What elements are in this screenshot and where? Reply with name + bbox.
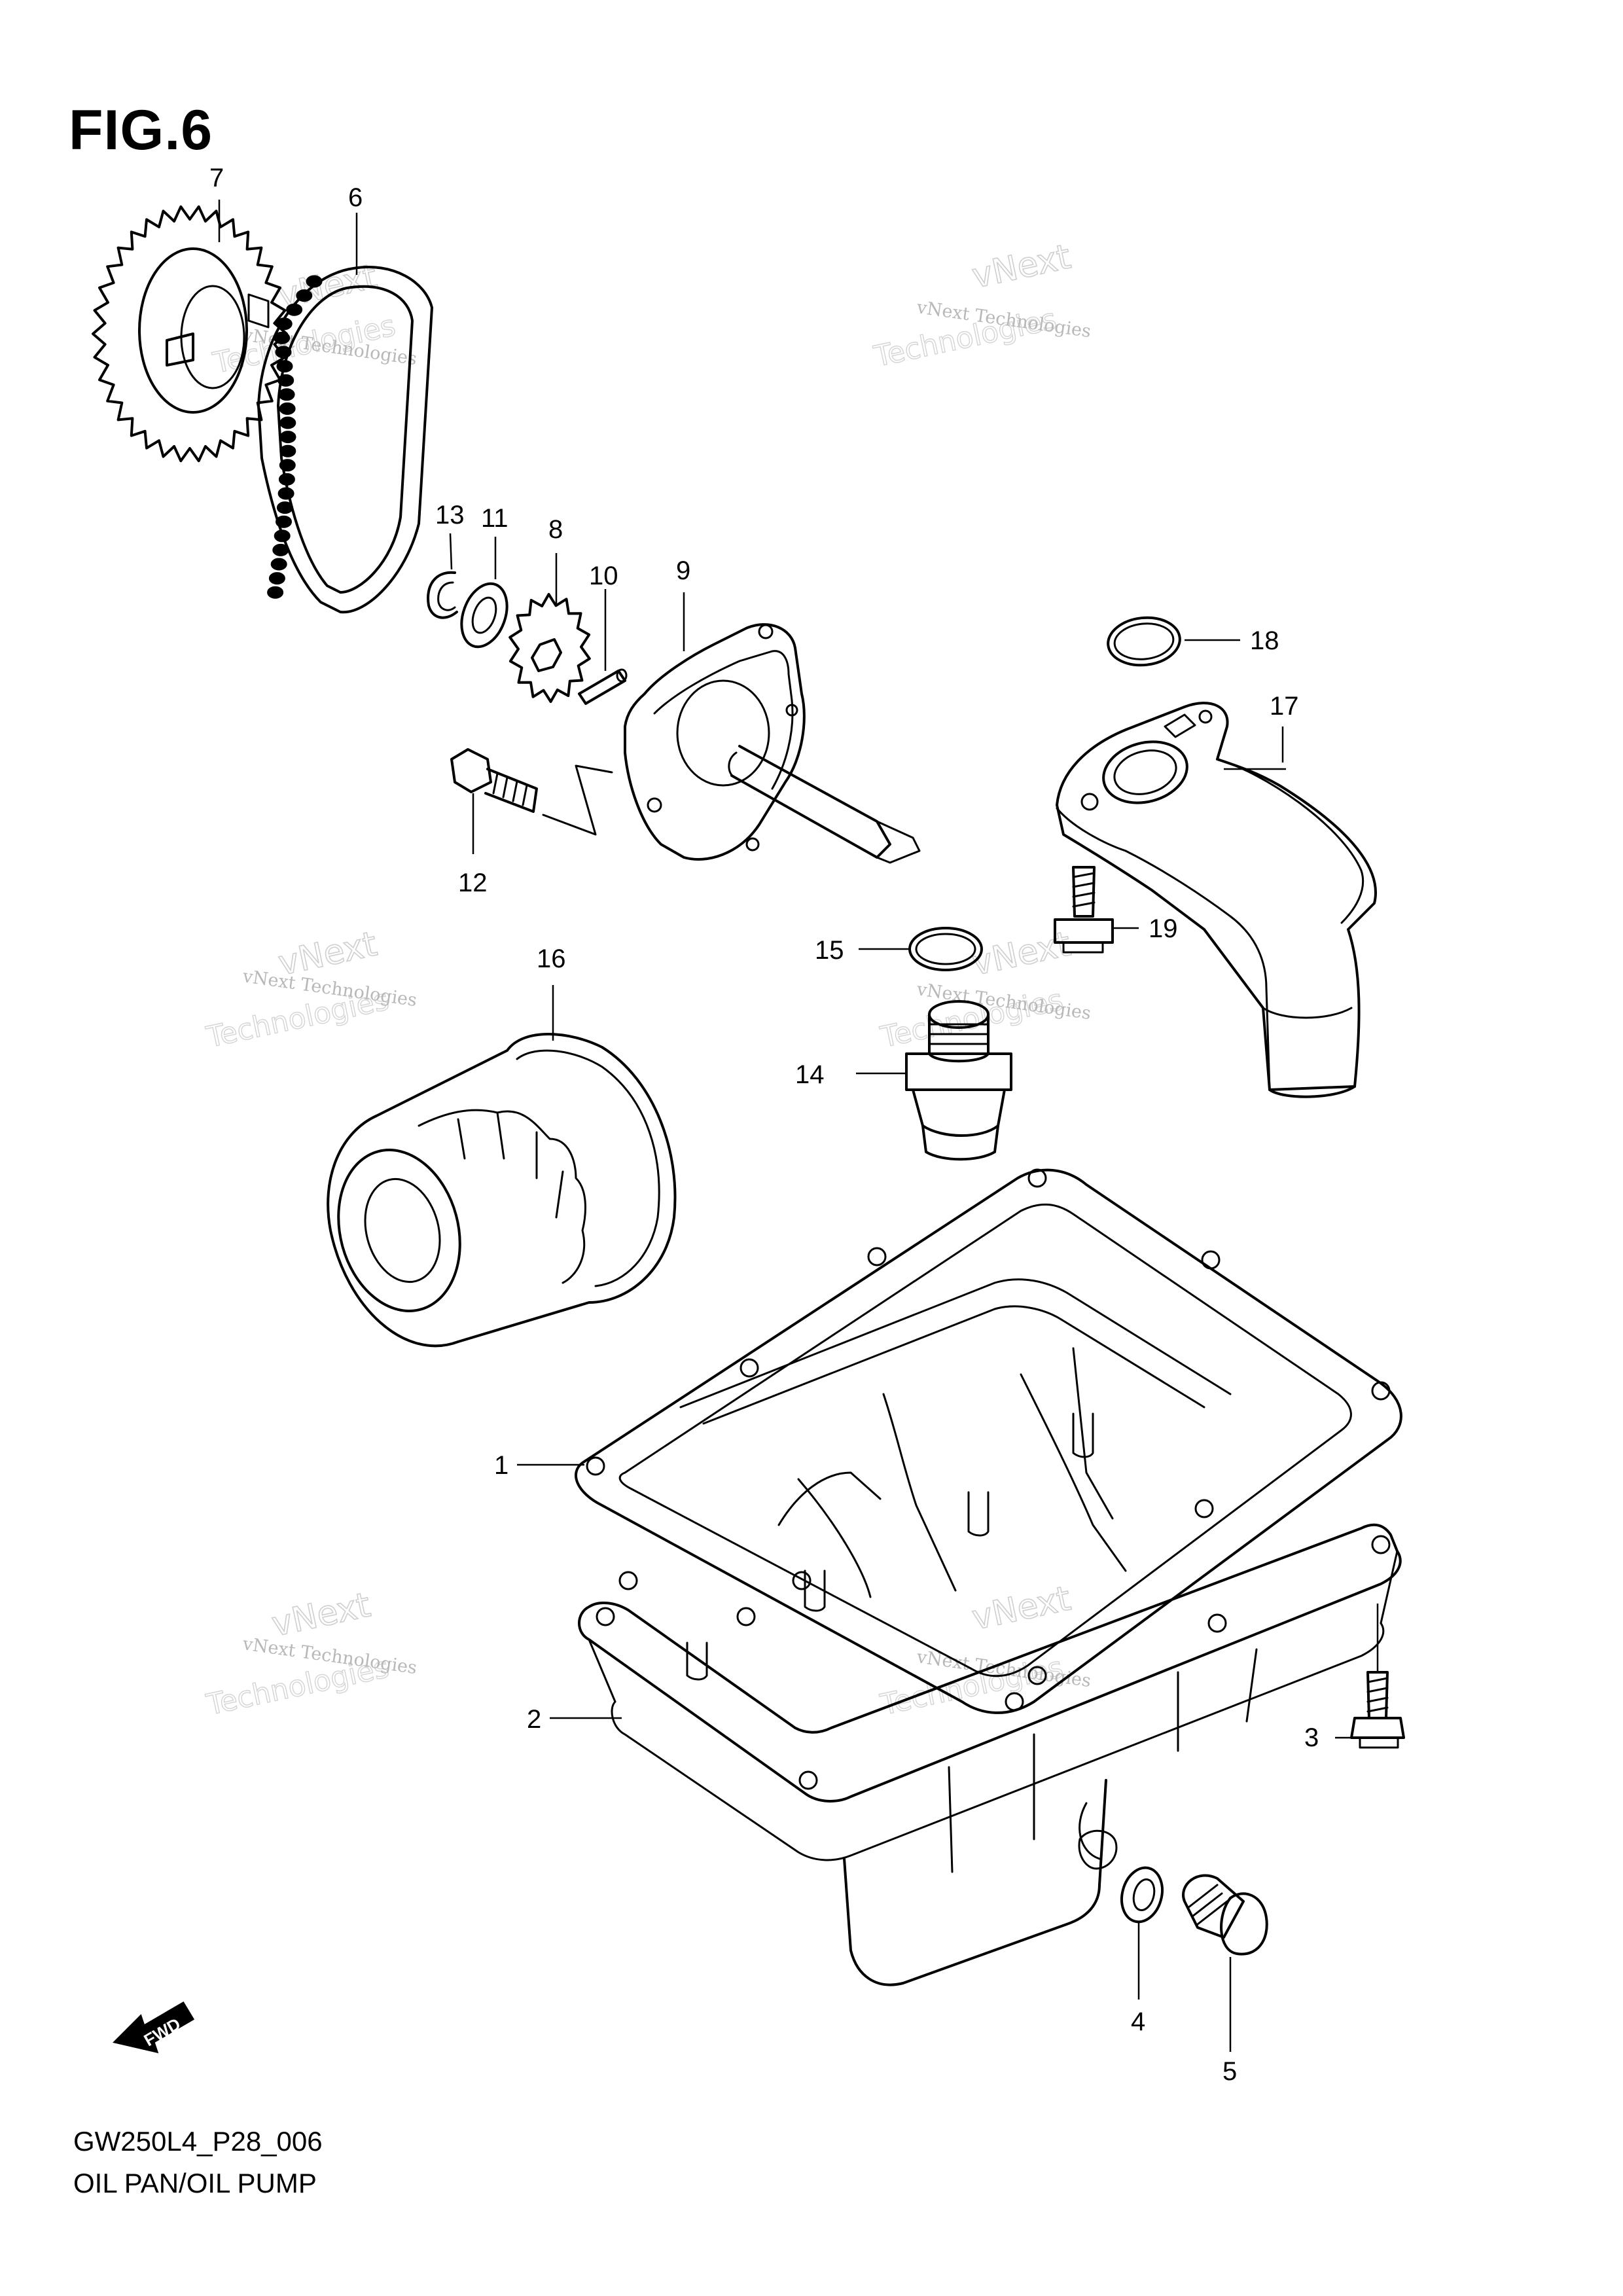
watermark: vNext Technologies vNext Technologies bbox=[877, 1579, 1092, 1723]
bolt-hole bbox=[1027, 1666, 1047, 1685]
part-13-circlip bbox=[427, 571, 458, 619]
bolt-hole bbox=[1371, 1381, 1391, 1401]
chain-link bbox=[276, 515, 292, 528]
bolt-hole bbox=[867, 1247, 887, 1266]
part-18-o-ring bbox=[1107, 616, 1181, 667]
chain-link bbox=[275, 346, 292, 359]
callout-6: 6 bbox=[348, 183, 363, 212]
callout-11: 11 bbox=[481, 504, 508, 533]
chain-link bbox=[278, 473, 295, 486]
callout-1: 1 bbox=[494, 1451, 508, 1480]
bolt-hole bbox=[1371, 1535, 1391, 1554]
chain-link bbox=[279, 459, 296, 472]
diagram-code: GW250L4_P28_006 bbox=[73, 2126, 323, 2157]
chain-link bbox=[277, 487, 294, 500]
chain-link bbox=[276, 501, 293, 514]
bolt-hole bbox=[1201, 1250, 1221, 1270]
chain-link bbox=[279, 431, 296, 444]
callout-18: 18 bbox=[1250, 626, 1279, 655]
bolt-hole bbox=[596, 1607, 615, 1626]
watermark: vNext Technologies vNext Technologies bbox=[870, 237, 1092, 374]
chain-link bbox=[270, 558, 287, 571]
chain-link bbox=[296, 289, 313, 302]
callout-17: 17 bbox=[1270, 692, 1299, 721]
part-5-oil-drain-plug bbox=[1182, 1874, 1268, 1956]
part-10-pin bbox=[578, 668, 628, 705]
part-17-oil-strainer bbox=[1056, 702, 1377, 1098]
callout-12: 12 bbox=[458, 869, 488, 897]
leader-lines bbox=[218, 200, 1379, 2052]
chain-link bbox=[279, 416, 296, 429]
callout-2: 2 bbox=[527, 1705, 541, 1734]
callout-16: 16 bbox=[537, 944, 566, 973]
bolt-hole bbox=[798, 1770, 818, 1790]
chain-link bbox=[286, 303, 303, 316]
part-9-oil-pump bbox=[542, 623, 921, 864]
watermark: vNext Technologies vNext Technologies bbox=[203, 924, 418, 1055]
chain-link bbox=[267, 586, 284, 599]
part-8-oil-pump-driven-gear bbox=[508, 593, 591, 703]
watermark-layer: vNext Technologies vNext Technologies vN… bbox=[203, 237, 1092, 1723]
callout-7: 7 bbox=[209, 164, 224, 192]
callout-8: 8 bbox=[548, 515, 563, 544]
bolt-hole bbox=[618, 1571, 638, 1590]
bolt-hole bbox=[586, 1456, 605, 1476]
callout-14: 14 bbox=[795, 1060, 825, 1089]
part-4-drain-plug-gasket bbox=[1120, 1866, 1164, 1924]
callout-labels: 7 6 13 11 8 10 9 12 18 17 19 15 14 16 1 … bbox=[209, 164, 1319, 2086]
callout-3: 3 bbox=[1304, 1723, 1319, 1752]
bolt-hole bbox=[736, 1607, 756, 1626]
chain-link bbox=[278, 388, 295, 401]
bolt-hole bbox=[1194, 1499, 1214, 1518]
fwd-arrow-icon: FWD bbox=[113, 2001, 195, 2054]
callout-10: 10 bbox=[589, 562, 618, 590]
diagram-name: OIL PAN/OIL PUMP bbox=[73, 2168, 317, 2198]
callout-13: 13 bbox=[435, 501, 465, 529]
part-19-bolt bbox=[1054, 866, 1114, 954]
chain-link bbox=[279, 402, 296, 415]
part-3-bolt bbox=[1350, 1671, 1405, 1749]
bolt-hole bbox=[1005, 1692, 1024, 1712]
chain-link bbox=[274, 331, 291, 344]
callout-4: 4 bbox=[1131, 2007, 1145, 2036]
callout-5: 5 bbox=[1222, 2057, 1237, 2086]
svg-text:vNext: vNext bbox=[969, 237, 1074, 296]
bolt-hole bbox=[792, 1571, 812, 1590]
chain-link bbox=[276, 360, 293, 373]
watermark: vNext Technologies vNext Technologies bbox=[203, 1585, 418, 1723]
part-7-oil-pump-drive-sprocket bbox=[92, 205, 288, 463]
figure-title: FIG.6 bbox=[69, 99, 213, 162]
part-11-washer bbox=[460, 582, 508, 649]
chain-link bbox=[276, 317, 293, 331]
bolt-hole bbox=[740, 1358, 759, 1378]
chain-link bbox=[274, 529, 291, 543]
callout-15: 15 bbox=[815, 936, 844, 965]
part-6-oil-pump-drive-chain bbox=[257, 266, 433, 614]
part-16-oil-filter bbox=[327, 1033, 677, 1348]
chain-link bbox=[272, 543, 289, 556]
callout-19: 19 bbox=[1149, 914, 1178, 943]
part-14-oil-pressure-switch bbox=[905, 1000, 1012, 1161]
chain-link bbox=[277, 374, 294, 387]
callout-9: 9 bbox=[676, 556, 690, 585]
svg-text:vNext: vNext bbox=[268, 1585, 374, 1644]
bolt-hole bbox=[1027, 1168, 1047, 1188]
part-2-oil-pan bbox=[578, 1278, 1402, 1986]
chain-link bbox=[279, 444, 296, 457]
svg-text:vNext: vNext bbox=[969, 924, 1074, 983]
part-1-oil-pan-gasket bbox=[575, 1168, 1402, 1714]
chain-link bbox=[268, 572, 285, 585]
part-12-bolt bbox=[450, 748, 538, 813]
chain-link bbox=[306, 275, 323, 288]
svg-text:vNext: vNext bbox=[969, 1579, 1074, 1638]
bolt-hole bbox=[1207, 1613, 1227, 1633]
